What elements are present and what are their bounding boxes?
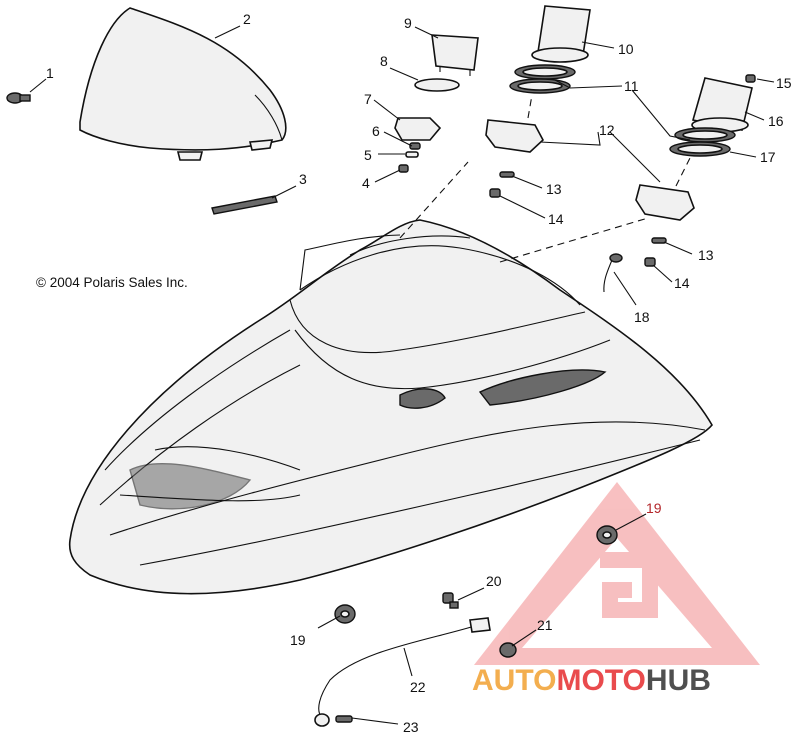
strip-3 (211, 195, 278, 215)
bracket-12a (485, 119, 544, 153)
callout-23: 23 (403, 719, 419, 735)
leader-lines (29, 25, 775, 725)
callout-3: 3 (299, 171, 307, 187)
svg-text:AUTOMOTOHUB: AUTOMOTOHUB (472, 664, 711, 697)
callout-22: 22 (410, 679, 426, 695)
callout-15: 15 (776, 75, 792, 91)
callout-17: 17 (760, 149, 776, 165)
nut-21 (499, 642, 517, 658)
callout-13b: 13 (698, 247, 714, 263)
callout-1: 1 (46, 65, 54, 81)
callout-5: 5 (364, 147, 372, 163)
hardware-13-14 (489, 171, 667, 267)
callout-13a: 13 (546, 181, 562, 197)
watermark-hub: HUB (646, 664, 711, 697)
callout-4: 4 (362, 175, 370, 191)
hood-body (68, 219, 713, 595)
callout-2: 2 (243, 11, 251, 27)
gauge-16 (691, 77, 753, 133)
callout-8: 8 (380, 53, 388, 69)
windshield (79, 7, 287, 161)
callout-16: 16 (768, 113, 784, 129)
hardware-4-5-6 (398, 142, 421, 173)
callout-7: 7 (364, 91, 372, 107)
callout-11: 11 (624, 78, 639, 94)
cap-9 (431, 34, 479, 76)
copyright-text: © 2004 Polaris Sales Inc. (36, 275, 188, 290)
bracket-12b (635, 184, 695, 221)
ring-17 (669, 127, 736, 157)
callout-20: 20 (486, 573, 502, 589)
pin-23 (335, 715, 353, 723)
watermark-auto: AUTO (472, 664, 556, 697)
callout-labels: 1 2 3 4 5 6 7 8 9 10 11 12 13 13 14 14 1… (46, 11, 792, 735)
watermark-logo (474, 482, 760, 665)
gauge-10 (531, 5, 591, 63)
watermark-moto: MOTO (556, 664, 645, 697)
bolt-20 (442, 592, 459, 609)
callout-12: 12 (599, 122, 615, 138)
callout-19b: 19 (646, 500, 662, 516)
clip-19b (596, 525, 618, 545)
tube-18 (603, 253, 623, 293)
tether-22 (314, 617, 491, 727)
watermark-text: AUTOMOTOHUB (472, 664, 711, 697)
bracket-7 (394, 117, 442, 141)
callout-14b: 14 (674, 275, 690, 291)
screw-1 (6, 92, 31, 104)
callout-10: 10 (618, 41, 634, 57)
gasket-8 (414, 78, 460, 92)
callout-6: 6 (372, 123, 380, 139)
nut-15 (745, 74, 756, 83)
clip-19a (334, 604, 356, 624)
callout-18: 18 (634, 309, 650, 325)
callout-19a: 19 (290, 632, 306, 648)
callout-9: 9 (404, 15, 412, 31)
callout-14a: 14 (548, 211, 564, 227)
ring-11 (509, 64, 576, 94)
callout-21: 21 (537, 617, 553, 633)
